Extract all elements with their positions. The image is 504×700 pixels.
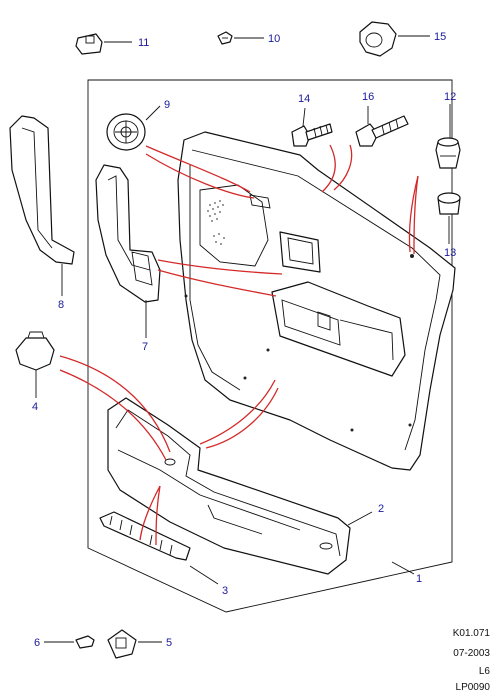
reference-level: L6 (478, 666, 490, 677)
trim-cup-15 (359, 21, 397, 57)
callout-13: 13 (444, 247, 456, 259)
callout-5: 5 (166, 637, 172, 649)
nut-clip-5 (107, 629, 137, 659)
assembly-boundary (87, 79, 453, 613)
cover-cap (106, 113, 146, 151)
callout-14: 14 (298, 93, 310, 105)
callout-16: 16 (362, 91, 374, 103)
callout-11: 11 (138, 37, 149, 49)
plate-number: LP0090 (455, 682, 490, 693)
reference-date: 07-2003 (453, 648, 490, 659)
callout-4: 4 (32, 401, 38, 413)
callout-6: 6 (34, 637, 40, 649)
callout-15: 15 (434, 31, 446, 43)
reference-code: K01.071 (452, 628, 490, 639)
callout-2: 2 (378, 503, 384, 515)
bezel-clip (15, 331, 55, 371)
door-trim-panel (177, 131, 456, 471)
callout-8: 8 (58, 299, 64, 311)
push-clip-14 (291, 123, 333, 147)
clip-11 (75, 33, 103, 55)
callout-7: 7 (142, 341, 148, 353)
callout-1: 1 (416, 573, 422, 585)
push-clip-16 (355, 115, 409, 147)
grommet-12 (435, 137, 461, 169)
screw-6 (75, 635, 95, 649)
callout-10: 10 (268, 33, 280, 45)
lower-trim-panel (107, 397, 351, 575)
screw-10 (217, 31, 233, 45)
grommet-13 (437, 192, 461, 215)
pull-strap (9, 115, 75, 265)
callout-3: 3 (222, 585, 228, 597)
grab-handle (95, 164, 161, 303)
callout-12: 12 (444, 91, 456, 103)
leader-lines (35, 35, 451, 643)
callout-9: 9 (164, 99, 170, 111)
fixing-association-lines (59, 144, 419, 546)
